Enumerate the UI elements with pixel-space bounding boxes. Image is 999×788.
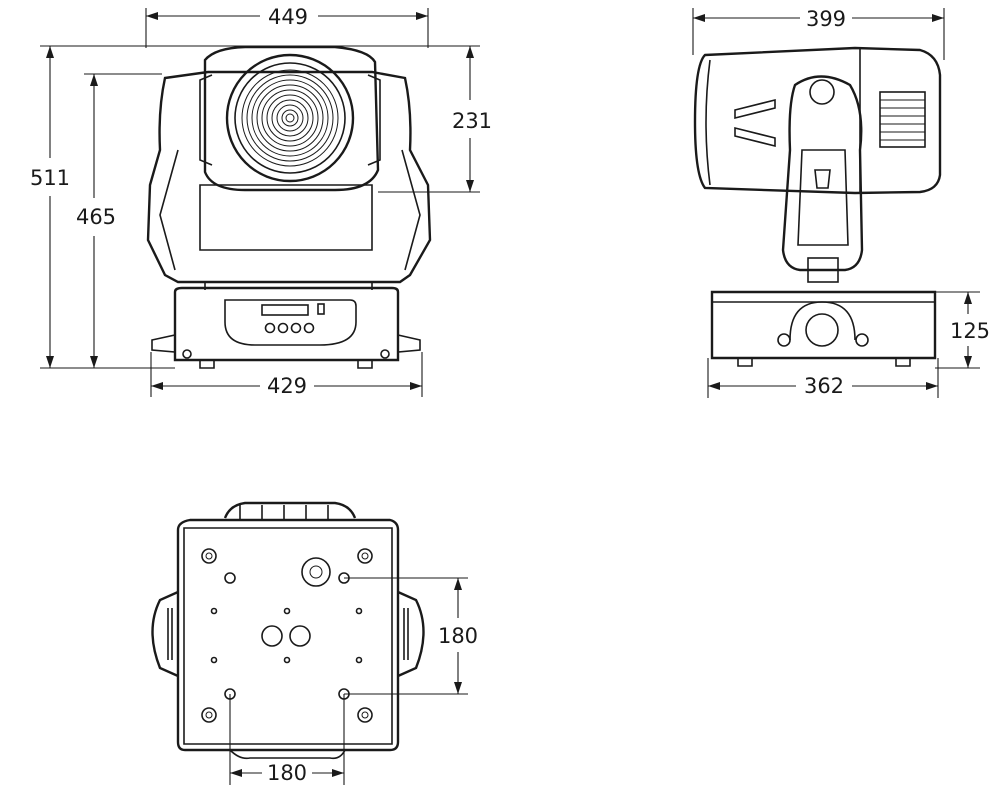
front-head-handle-right: [367, 74, 381, 166]
dim-449: 449: [268, 5, 308, 29]
dim-429: 429: [267, 374, 307, 398]
front-screw: [182, 349, 192, 359]
side-vent-lines: [880, 99, 925, 141]
front-feet: [199, 360, 373, 369]
dim-180-horizontal: 180: [267, 761, 307, 785]
dim-511: 511: [30, 166, 70, 190]
side-neck: [807, 257, 839, 283]
front-handle-left: [151, 334, 176, 353]
dim-362: 362: [804, 374, 844, 398]
bottom-tab-ribs: [239, 505, 329, 520]
front-base: [173, 286, 400, 362]
side-base: [710, 290, 937, 360]
bottom-speaker: [301, 557, 331, 587]
side-base-knob: [805, 313, 839, 347]
side-yoke-inner: [797, 149, 849, 246]
bottom-mount-holes: [224, 572, 350, 700]
side-slot: [734, 126, 776, 148]
bottom-center-hole: [289, 625, 311, 647]
front-lens-bezel: [225, 53, 355, 183]
front-arm-right: [401, 149, 421, 271]
dim-180-vertical: 180: [438, 624, 478, 648]
front-buttons: [264, 322, 315, 334]
dim-231: 231: [452, 109, 492, 133]
front-display: [261, 304, 309, 316]
bottom-handle-left: [151, 590, 179, 678]
dim-465: 465: [76, 205, 116, 229]
side-screw: [777, 333, 791, 347]
bottom-body-inner: [183, 527, 393, 745]
front-head: [203, 45, 380, 192]
side-head-front: [705, 59, 711, 186]
front-lens-rings: [241, 69, 339, 167]
side-head-vent: [879, 91, 926, 148]
side-yoke-mark: [814, 169, 831, 189]
bottom-view: 180 180: [151, 501, 478, 785]
bottom-top-tab: [223, 501, 357, 519]
front-yoke-inner: [199, 184, 373, 251]
side-view: 399 125 362: [692, 7, 990, 398]
front-head-handle-left: [199, 74, 213, 166]
front-led: [317, 303, 325, 315]
front-base-panel: [224, 299, 357, 346]
front-lens-outer: [234, 62, 346, 174]
dim-399: 399: [806, 7, 846, 31]
bottom-small-holes: [210, 607, 363, 664]
side-slot: [734, 98, 776, 120]
bottom-handle-left-grip: [167, 608, 173, 660]
side-screw: [855, 333, 869, 347]
side-yoke-arm: [781, 75, 864, 272]
side-pivot: [809, 79, 835, 105]
front-screw: [380, 349, 390, 359]
side-head: [693, 46, 942, 195]
front-view: 449 511 465 231 429: [30, 5, 492, 398]
bottom-corner-screws: [201, 548, 373, 723]
bottom-lower-tab: [229, 749, 346, 760]
front-arm-left: [159, 149, 179, 271]
side-feet: [737, 358, 911, 367]
bottom-handle-right-grip: [403, 608, 409, 660]
bottom-handle-right: [397, 590, 425, 678]
front-yoke: [146, 70, 432, 284]
bottom-body: [176, 518, 400, 752]
side-base-arch: [789, 301, 856, 341]
dim-125: 125: [950, 319, 990, 343]
front-handle-right: [397, 333, 421, 353]
bottom-center-hole: [261, 625, 283, 647]
